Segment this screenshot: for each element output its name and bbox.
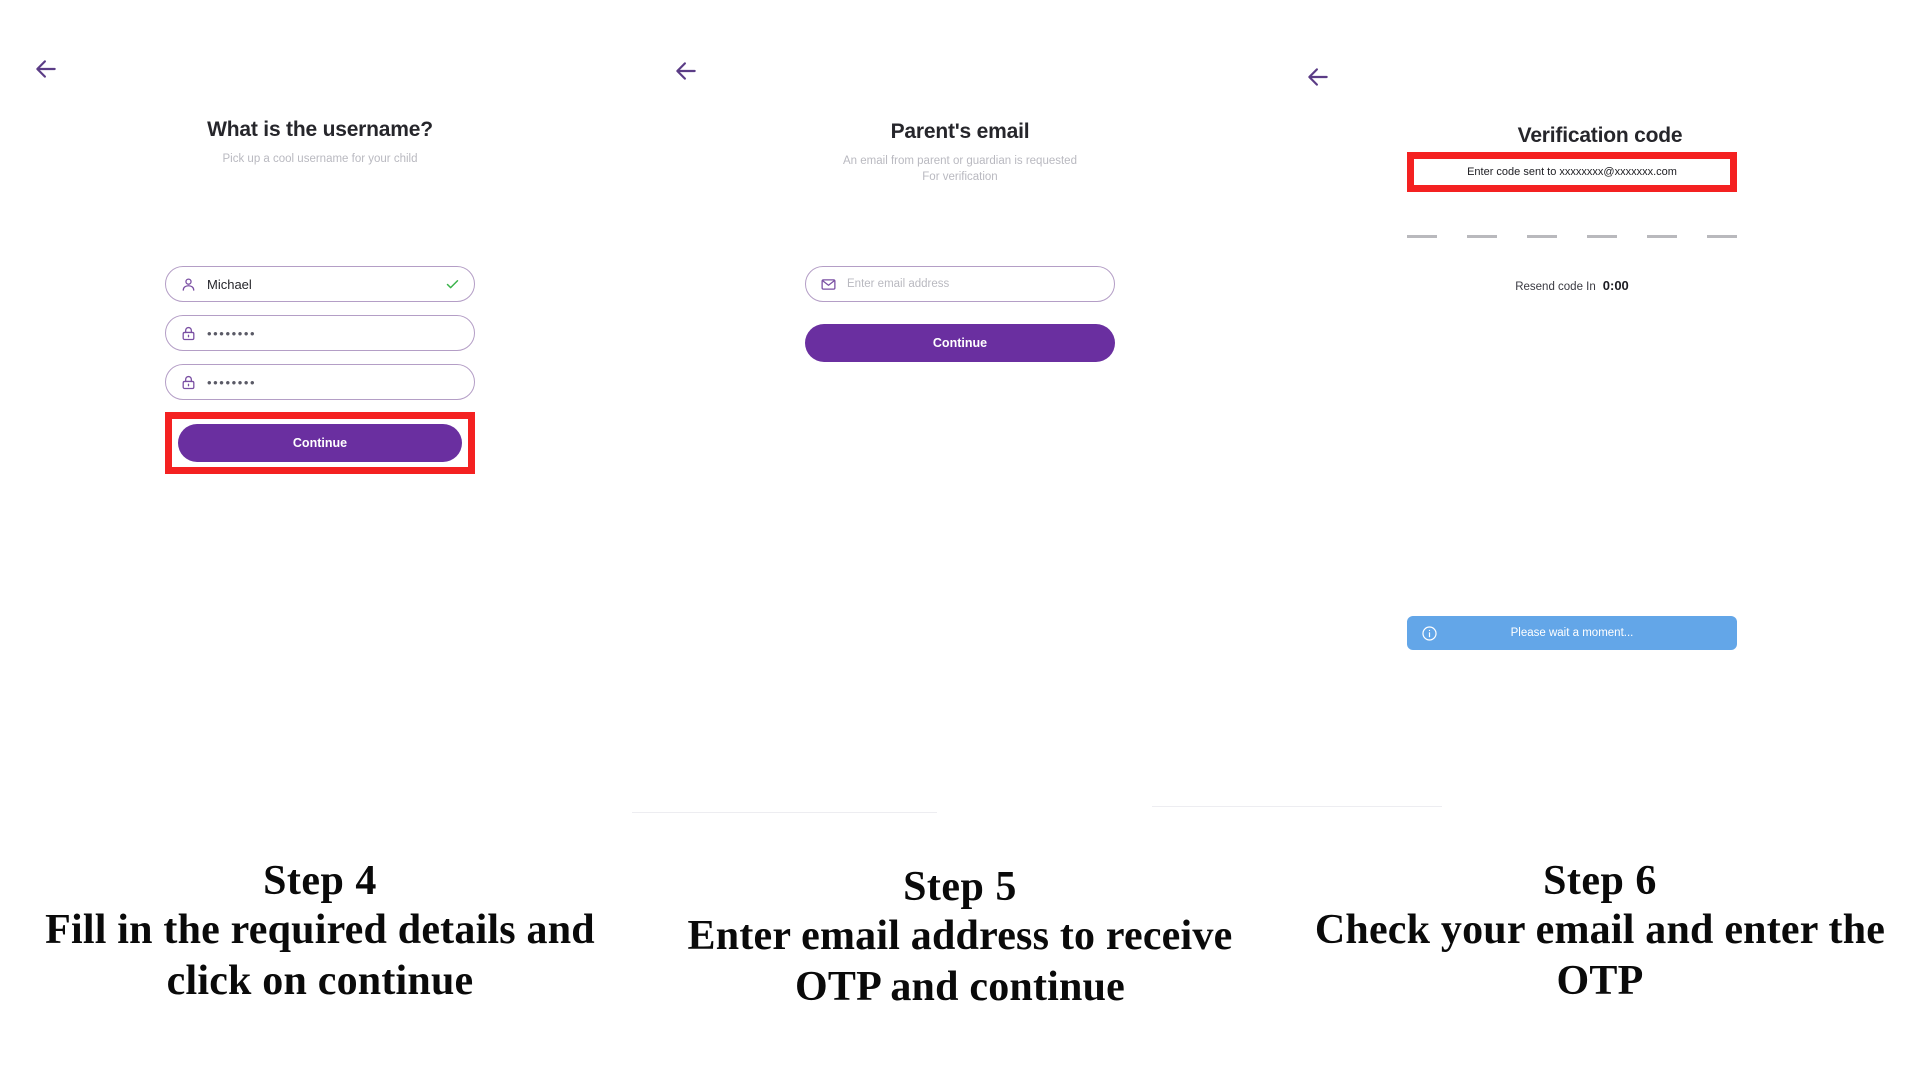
toast-notification: Please wait a moment... xyxy=(1407,616,1737,650)
caption-step-label: Step 5 xyxy=(903,864,1017,910)
caption-step-6: Step 6 Check your email and enter the OT… xyxy=(1280,830,1920,1080)
page-subtitle: An email from parent or guardian is requ… xyxy=(843,155,1077,183)
lock-icon xyxy=(180,374,197,391)
otp-slot-2[interactable] xyxy=(1467,212,1497,238)
otp-slot-1[interactable] xyxy=(1407,212,1437,238)
screen-username: What is the username? Pick up a cool use… xyxy=(0,0,640,830)
confirm-password-input[interactable]: •••••••• xyxy=(165,364,475,400)
email-placeholder: Enter email address xyxy=(847,278,950,290)
otp-input-row[interactable] xyxy=(1407,212,1737,238)
caption-step-text: Enter email address to receive OTP and c… xyxy=(687,913,1233,1011)
code-sent-text: Enter code sent to xxxxxxxx@xxxxxxx.com xyxy=(1467,166,1677,178)
username-value: Michael xyxy=(207,276,252,292)
screens-row: What is the username? Pick up a cool use… xyxy=(0,0,1920,830)
page-title: Parent's email xyxy=(890,120,1030,143)
password-value: •••••••• xyxy=(207,325,257,341)
back-arrow-icon[interactable] xyxy=(673,58,699,84)
otp-slot-3[interactable] xyxy=(1527,212,1557,238)
otp-slot-6[interactable] xyxy=(1707,212,1737,238)
caption-step-5: Step 5 Enter email address to receive OT… xyxy=(640,830,1280,1080)
otp-slot-4[interactable] xyxy=(1587,212,1617,238)
email-input[interactable]: Enter email address xyxy=(805,266,1115,302)
lock-icon xyxy=(180,325,197,342)
screen-verification-code: Verification code Enter code sent to xxx… xyxy=(1280,0,1920,830)
caption-step-label: Step 4 xyxy=(263,858,377,904)
password-input[interactable]: •••••••• xyxy=(165,315,475,351)
mail-icon xyxy=(820,276,837,293)
continue-button[interactable]: Continue xyxy=(178,424,462,462)
toast-message: Please wait a moment... xyxy=(1510,627,1634,639)
back-arrow-icon[interactable] xyxy=(33,56,59,82)
divider-right-upper xyxy=(1152,806,1442,807)
page-subtitle: Pick up a cool username for your child xyxy=(222,153,418,165)
caption-step-text: Fill in the required details and click o… xyxy=(45,907,595,1005)
page-title: What is the username? xyxy=(207,118,433,141)
resend-code-label: Resend code In xyxy=(1515,281,1596,293)
resend-code-row[interactable]: Resend code In 0:00 xyxy=(1407,278,1737,293)
divider-mid-upper xyxy=(632,812,937,813)
screen-parent-email: Parent's email An email from parent or g… xyxy=(640,0,1280,830)
caption-step-label: Step 6 xyxy=(1543,858,1657,904)
user-icon xyxy=(180,276,197,293)
back-arrow-icon[interactable] xyxy=(1305,64,1331,90)
continue-button-highlight: Continue xyxy=(165,412,475,474)
caption-row: Step 4 Fill in the required details and … xyxy=(0,830,1920,1080)
confirm-password-value: •••••••• xyxy=(207,374,257,390)
caption-step-text: Check your email and enter the OTP xyxy=(1314,907,1886,1005)
page-title: Verification code xyxy=(1517,124,1683,147)
continue-button[interactable]: Continue xyxy=(805,324,1115,362)
check-icon xyxy=(445,277,460,292)
username-input[interactable]: Michael xyxy=(165,266,475,302)
otp-slot-5[interactable] xyxy=(1647,212,1677,238)
resend-timer: 0:00 xyxy=(1602,278,1629,293)
caption-step-4: Step 4 Fill in the required details and … xyxy=(0,830,640,1080)
code-sent-highlight: Enter code sent to xxxxxxxx@xxxxxxx.com xyxy=(1407,152,1737,192)
info-icon xyxy=(1421,625,1438,642)
